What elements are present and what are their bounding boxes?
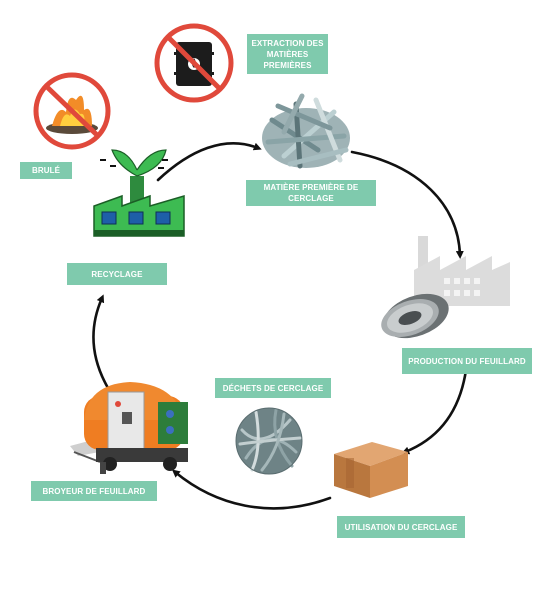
arrow-utilisation-to-broyeur bbox=[171, 469, 332, 510]
shredder-machine-icon bbox=[70, 382, 188, 474]
label-production: PRODUCTION DU FEUILLARD bbox=[402, 348, 532, 374]
label-utilisation-text: UTILISATION DU CERCLAGE bbox=[344, 522, 458, 532]
no-oil-barrel-icon bbox=[154, 23, 234, 103]
label-extraction-text: EXTRACTION DES MATIÈRES PREMIÈRES bbox=[251, 38, 324, 70]
label-extraction: EXTRACTION DES MATIÈRES PREMIÈRES bbox=[247, 34, 328, 74]
label-brule-text: BRULÉ bbox=[31, 166, 61, 175]
arrow-matiere-to-production bbox=[350, 150, 464, 259]
label-utilisation: UTILISATION DU CERCLAGE bbox=[337, 516, 465, 538]
steel-coil-icon bbox=[381, 293, 449, 339]
strapping-scrap-icon bbox=[262, 93, 350, 169]
recycling-factory-icon bbox=[93, 149, 185, 237]
label-broyeur-text: BROYEUR DE FEUILLARD bbox=[42, 486, 146, 496]
strapping-waste-icon bbox=[235, 407, 303, 475]
factory-icon bbox=[414, 236, 510, 306]
label-production-text: PRODUCTION DU FEUILLARD bbox=[408, 356, 526, 366]
label-matiere: MATIÈRE PREMIÈRE DE CERCLAGE bbox=[246, 180, 376, 206]
arrow-production-to-utilisation bbox=[401, 368, 468, 455]
no-fire-icon bbox=[33, 72, 111, 150]
label-dechets: DÉCHETS DE CERCLAGE bbox=[215, 378, 331, 398]
label-brule: BRULÉ bbox=[20, 162, 72, 179]
label-broyeur: BROYEUR DE FEUILLARD bbox=[31, 481, 157, 501]
arrow-recyclage-to-matiere bbox=[156, 142, 262, 182]
label-recyclage: RECYCLAGE bbox=[67, 263, 167, 285]
label-dechets-text: DÉCHETS DE CERCLAGE bbox=[222, 383, 324, 393]
label-recyclage-text: RECYCLAGE bbox=[91, 269, 143, 279]
cardboard-box-icon bbox=[334, 442, 408, 498]
label-matiere-text: MATIÈRE PREMIÈRE DE CERCLAGE bbox=[263, 183, 359, 203]
cycle-arrows bbox=[92, 142, 468, 510]
arrow-broyeur-to-recyclage bbox=[92, 294, 110, 390]
